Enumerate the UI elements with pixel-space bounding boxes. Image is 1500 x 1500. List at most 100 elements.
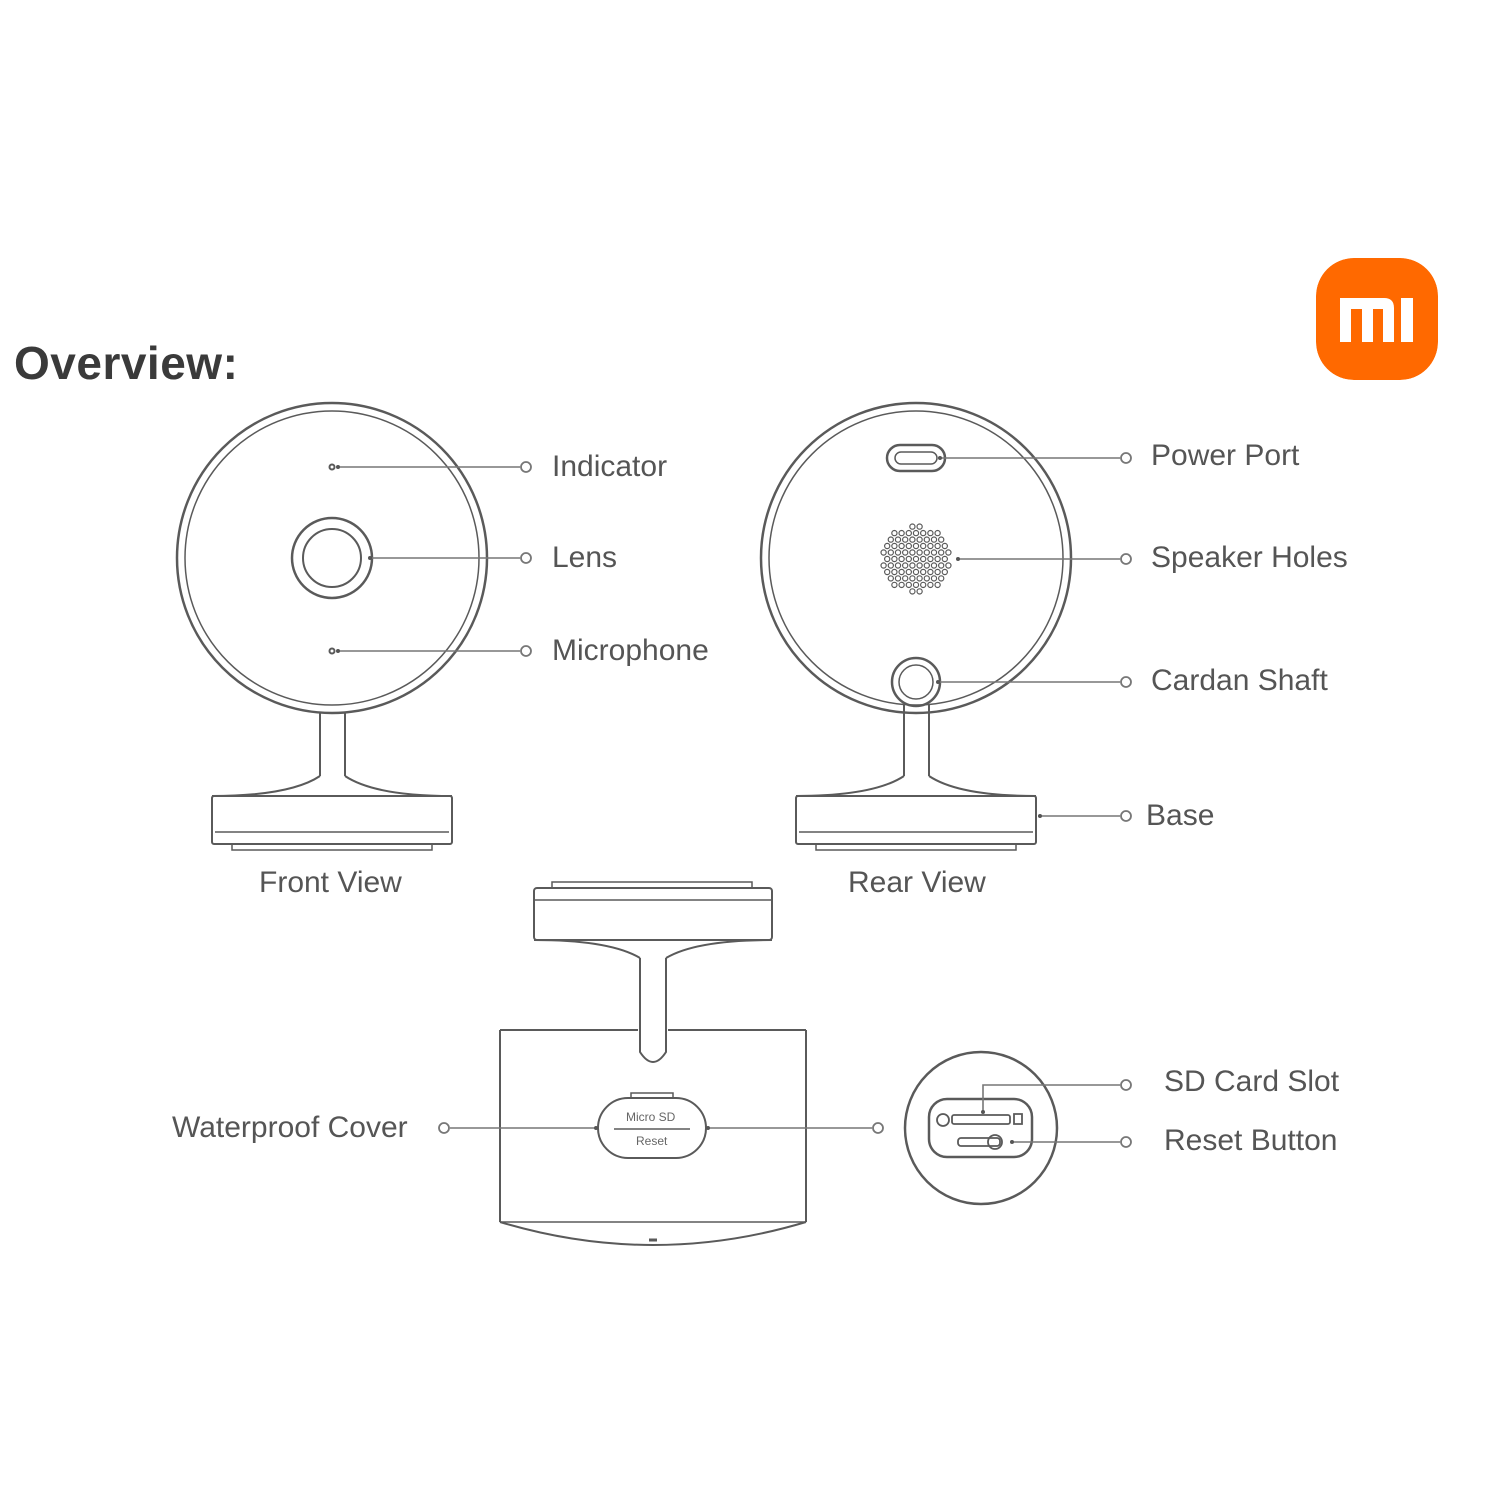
speaker-hole [909, 523, 916, 530]
speaker-hole [923, 575, 931, 582]
page-title: Overview: [14, 337, 239, 389]
bottom-base [533, 887, 773, 941]
speaker-hole [905, 568, 913, 576]
speaker-hole [905, 529, 913, 537]
speaker-hole [884, 555, 891, 563]
speaker-hole [909, 562, 916, 569]
label-base: Base [1146, 799, 1215, 832]
rear-power-port-inner [894, 451, 938, 465]
speaker-hole [927, 581, 934, 589]
speaker-hole [909, 536, 916, 543]
speaker-hole [887, 536, 895, 543]
speaker-hole [898, 555, 905, 563]
speaker-hole [912, 555, 920, 563]
front-lens-inner [302, 528, 362, 588]
rear-stand [903, 705, 930, 776]
speaker-hole [938, 562, 945, 569]
speaker-hole [938, 536, 945, 543]
caption-rear-view: Rear View [848, 866, 986, 899]
speaker-hole [930, 562, 938, 569]
speaker-hole [941, 555, 949, 563]
speaker-hole [941, 542, 949, 550]
speaker-hole [930, 575, 938, 582]
speaker-hole [916, 523, 923, 530]
caption-front-view: Front View [259, 866, 402, 899]
label-microphone: Microphone [552, 634, 709, 667]
front-base [211, 795, 453, 845]
speaker-hole [916, 536, 923, 543]
speaker-hole [884, 568, 891, 576]
speaker-hole [920, 568, 927, 576]
bottom-base-shoulder [533, 939, 773, 959]
speaker-hole [923, 549, 931, 556]
rear-camera-drawing [759, 401, 1073, 851]
front-microphone-dot [328, 647, 336, 655]
logo-m-shape [1340, 298, 1394, 342]
speaker-hole [934, 568, 941, 576]
detail-slot-housing [927, 1097, 1034, 1159]
speaker-hole [938, 575, 945, 582]
front-stand [319, 713, 346, 776]
speaker-hole [891, 542, 898, 550]
speaker-hole [905, 581, 913, 589]
detail-sd-slot [951, 1114, 1011, 1125]
speaker-hole [945, 562, 952, 569]
bottom-body-curve [499, 1221, 807, 1246]
label-sd-card-slot: SD Card Slot [1164, 1065, 1340, 1098]
rear-cardan-inner [898, 664, 934, 700]
speaker-hole [891, 555, 898, 563]
front-base-shoulder [211, 775, 453, 797]
speaker-hole [916, 588, 923, 595]
speaker-hole [884, 542, 891, 550]
speaker-hole [945, 549, 952, 556]
speaker-hole [927, 542, 934, 550]
speaker-hole [916, 549, 923, 556]
speaker-hole [902, 562, 909, 569]
speaker-hole [891, 581, 898, 589]
bottom-camera-drawing [499, 881, 807, 1246]
speaker-hole [891, 529, 898, 537]
logo-i-shape [1401, 298, 1413, 342]
xiaomi-logo [1316, 258, 1438, 380]
speaker-hole [934, 581, 941, 589]
label-lens: Lens [552, 541, 618, 574]
speaker-hole [909, 588, 916, 595]
speaker-hole [902, 549, 909, 556]
speaker-hole [912, 581, 920, 589]
speaker-hole [927, 568, 934, 576]
speaker-hole [920, 529, 927, 537]
speaker-hole [941, 568, 949, 576]
detail-reset-button [987, 1134, 1003, 1150]
slot-detail-drawing [903, 1050, 1059, 1206]
speaker-hole [909, 575, 916, 582]
speaker-hole [912, 542, 920, 550]
speaker-hole [905, 542, 913, 550]
speaker-hole [920, 542, 927, 550]
speaker-hole [887, 575, 895, 582]
rear-speaker-holes [880, 523, 952, 595]
speaker-hole [887, 549, 895, 556]
label-power-port: Power Port [1151, 439, 1300, 472]
callout-anchor-dots [336, 456, 1042, 1144]
speaker-hole [927, 529, 934, 537]
label-speaker-holes: Speaker Holes [1151, 541, 1348, 574]
bottom-body-sides [499, 1030, 807, 1222]
speaker-hole [898, 542, 905, 550]
speaker-hole [880, 562, 887, 569]
speaker-hole [916, 562, 923, 569]
label-reset-button: Reset Button [1164, 1124, 1338, 1157]
speaker-hole [902, 536, 909, 543]
detail-circle [903, 1050, 1059, 1206]
rear-base [795, 795, 1037, 845]
speaker-hole [912, 568, 920, 576]
cover-text-reset: Reset [636, 1134, 668, 1148]
speaker-hole [934, 542, 941, 550]
speaker-hole [923, 536, 931, 543]
label-cardan-shaft: Cardan Shaft [1151, 664, 1328, 697]
rear-base-shoulder [795, 775, 1037, 797]
speaker-hole [909, 549, 916, 556]
speaker-hole [930, 536, 938, 543]
label-indicator: Indicator [552, 450, 668, 483]
label-waterproof-cover: Waterproof Cover [172, 1111, 408, 1144]
